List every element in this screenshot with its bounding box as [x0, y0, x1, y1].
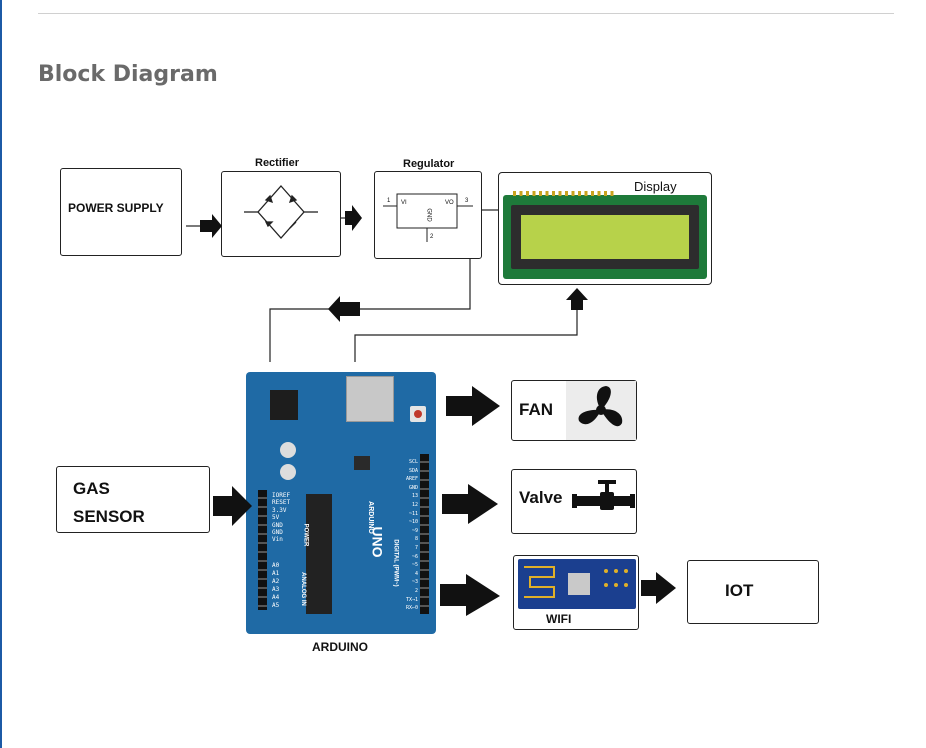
- fan-label: FAN: [519, 400, 553, 419]
- pin-label: IOREF: [272, 492, 291, 499]
- regulator-ic-icon: [383, 193, 473, 242]
- left-pin-labels: IOREF RESET 3.3V 5V GND GND Vin: [272, 492, 290, 544]
- power-jack: [270, 390, 298, 420]
- pin-label: ~3: [411, 579, 418, 586]
- gas-sensor-label-line1: GAS: [73, 479, 110, 498]
- bridge-rectifier-icon: [244, 185, 318, 239]
- analog-pin-labels: A0 A1 A2 A3 A4 A5: [272, 562, 279, 610]
- arrow-regulator-to-arduino: [328, 296, 360, 322]
- valve-block: Valve: [511, 469, 637, 534]
- pin-label: RESET: [272, 499, 291, 507]
- section-divider: [38, 13, 894, 14]
- pin-label: A3: [272, 586, 280, 593]
- arrow-arduino-to-display: [566, 288, 588, 310]
- pin-label: ~11: [408, 510, 418, 517]
- esp-module: [518, 559, 636, 609]
- arduino-label: ARDUINO: [312, 640, 368, 654]
- esp-antenna-icon: [524, 566, 628, 598]
- rectifier-block: [221, 171, 341, 257]
- lcd-screen: [521, 215, 689, 259]
- pin-label: Vin: [272, 536, 283, 544]
- regulator-pin-1: 1: [387, 198, 391, 204]
- pin-label: 5V: [272, 514, 280, 522]
- usb-port: [346, 376, 394, 422]
- valve-label: Valve: [519, 488, 563, 507]
- pin-label: 2: [414, 587, 418, 594]
- iot-block: IOT: [687, 560, 819, 624]
- fan-block: FAN: [511, 380, 637, 441]
- page-left-border: [0, 0, 2, 748]
- regulator-pin-3: 3: [465, 198, 469, 204]
- power-supply-block: POWER SUPPLY: [60, 168, 182, 256]
- pin-label: A0: [272, 562, 280, 569]
- capacitor-1: [280, 442, 296, 458]
- pin-label: TX→1: [405, 596, 418, 603]
- pin-label: 4: [414, 570, 418, 577]
- pin-label: A5: [272, 602, 280, 609]
- pin-label: ~5: [411, 562, 418, 569]
- connector-line: [354, 305, 578, 362]
- pin-label: 12: [411, 501, 418, 508]
- valve-icon: [572, 480, 635, 510]
- regulator-pin-2: 2: [430, 234, 434, 240]
- lcd-bezel: [511, 205, 699, 269]
- pin-label: ~6: [411, 553, 418, 560]
- arrow-arduino-to-valve: [442, 484, 498, 524]
- fan-icon: [578, 386, 623, 427]
- pin-label: SCL: [408, 459, 418, 465]
- arrow-arduino-to-fan: [446, 386, 500, 426]
- arrow-arduino-to-wifi: [440, 574, 500, 616]
- fan-icon-bg: [566, 381, 636, 440]
- gas-sensor-block: GAS SENSOR: [56, 466, 210, 533]
- gas-sensor-label-line2: SENSOR: [73, 507, 145, 526]
- pin-label: RX←0: [405, 605, 418, 612]
- capacitor-2: [280, 464, 296, 480]
- pin-label: A1: [272, 570, 280, 577]
- regulator-label: Regulator: [403, 158, 455, 170]
- pin-label: AREF: [405, 476, 418, 483]
- iot-label: IOT: [725, 581, 754, 600]
- regulator-block: VI VO GND 1 3 2: [374, 171, 482, 259]
- pin-label: 3.3V: [272, 506, 287, 514]
- lcd-pin-header: [513, 191, 617, 196]
- regulator-vo-pin: VO: [445, 200, 454, 206]
- page-title: Block Diagram: [38, 62, 218, 87]
- pin-label: 13: [411, 493, 418, 500]
- pin-label: 8: [414, 536, 418, 543]
- regulator-vi-pin: VI: [401, 200, 407, 206]
- connector-line: [269, 259, 471, 362]
- pin-label: A2: [272, 578, 280, 585]
- arduino-board: UNO ARDUINO DIGITAL (PWM~) POWER ANALOG …: [246, 372, 436, 634]
- pin-label: GND: [272, 529, 283, 537]
- power-supply-label: POWER SUPPLY: [68, 201, 164, 215]
- pin-label: GND: [408, 484, 418, 491]
- display-label: Display: [634, 179, 677, 194]
- wifi-label: WIFI: [546, 612, 572, 626]
- lcd-pcb: [503, 195, 707, 279]
- pin-label: ~9: [411, 527, 418, 534]
- wifi-block: WIFI: [513, 555, 639, 630]
- right-pin-header: [420, 454, 429, 614]
- pin-label: GND: [272, 521, 283, 529]
- arrow-sensor-to-arduino: [213, 486, 252, 526]
- pin-label: ~10: [408, 519, 418, 526]
- right-pin-labels: SCL SDA AREF GND 13 12 ~11 ~10 ~9 8 7 ~6…: [396, 458, 418, 613]
- small-chip: [354, 456, 370, 470]
- pin-label: SDA: [408, 467, 418, 474]
- pin-label: 7: [414, 544, 418, 551]
- atmega-chip: [306, 494, 332, 614]
- left-pin-header: [258, 490, 267, 610]
- rectifier-label: Rectifier: [255, 157, 300, 169]
- arrow-wifi-to-iot: [641, 572, 676, 604]
- lcd-display-block: Display: [498, 172, 712, 285]
- reset-button: [410, 406, 426, 422]
- pin-label: A4: [272, 594, 280, 601]
- arrow-power-to-rectifier: [200, 214, 222, 238]
- arrow-rectifier-to-regulator: [345, 205, 362, 231]
